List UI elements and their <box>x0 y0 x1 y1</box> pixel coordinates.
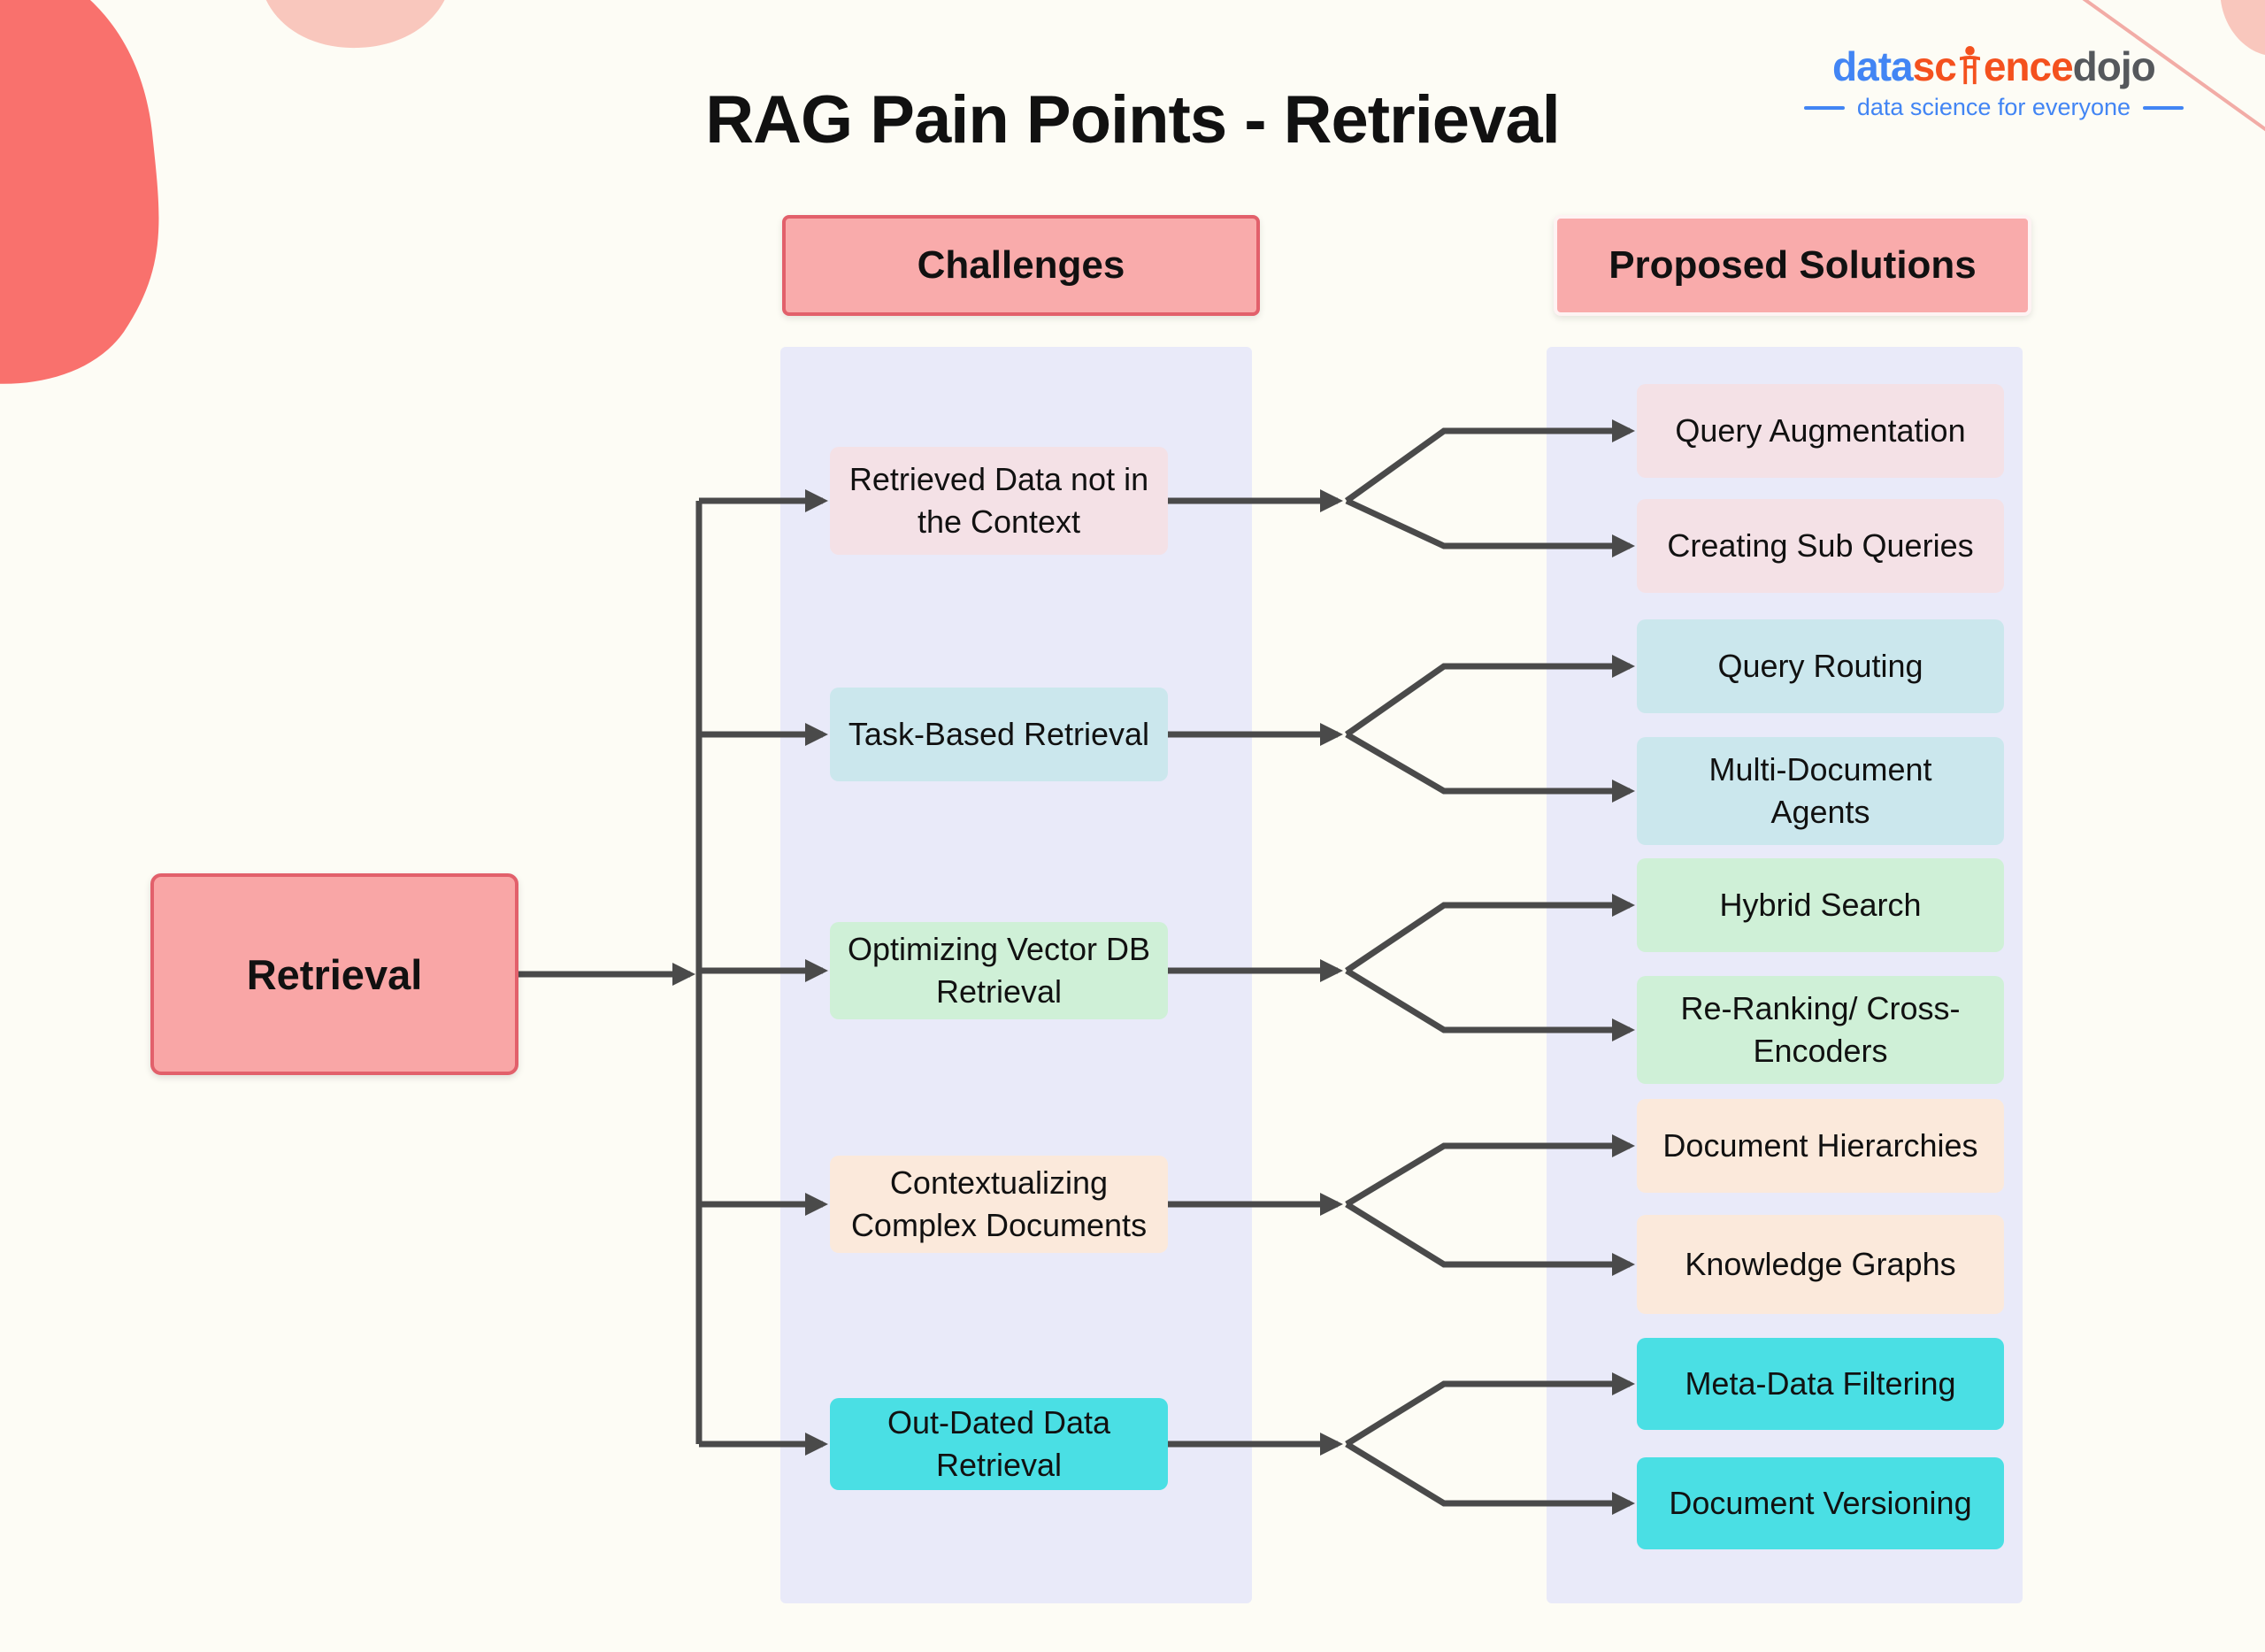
solution-node-meta-data-filtering: Meta-Data Filtering <box>1637 1338 2004 1430</box>
tagline-dash-left <box>1803 105 1845 110</box>
solution-node-creating-sub-queries: Creating Sub Queries <box>1637 499 2004 593</box>
solution-node-query-routing: Query Routing <box>1637 619 2004 713</box>
challenge-node-task-based-retrieval: Task-Based Retrieval <box>830 688 1168 781</box>
solution-node-query-augmentation: Query Augmentation <box>1637 384 2004 478</box>
logo-part-dojo: dojo <box>2072 43 2156 89</box>
challenge-node-out-dated-data-retrieval: Out-Dated Data Retrieval <box>830 1398 1168 1490</box>
logo-tagline: data science for everyone <box>1792 94 2196 121</box>
solution-node-hybrid-search: Hybrid Search <box>1637 858 2004 952</box>
corner-blob-top-right <box>2221 0 2265 55</box>
tagline-text: data science for everyone <box>1856 94 2131 120</box>
challenge-node-optimizing-vector-db-retrieval: Optimizing Vector DB Retrieval <box>830 922 1168 1019</box>
solution-node-document-versioning: Document Versioning <box>1637 1457 2004 1549</box>
solution-node-multi-document-agents: Multi-Document Agents <box>1637 737 2004 845</box>
challenge-node-contextualizing-complex-documents: Contextualizing Complex Documents <box>830 1156 1168 1253</box>
challenges-header: Challenges <box>782 215 1260 316</box>
root-node-retrieval: Retrieval <box>150 873 518 1075</box>
top-edge-blob <box>265 0 445 49</box>
tagline-dash-right <box>2143 105 2184 110</box>
corner-accent-line <box>2082 0 2265 132</box>
logo-part-sc: sc <box>1912 43 1957 89</box>
challenge-node-retrieved-data-not-in-context: Retrieved Data not in the Context <box>830 447 1168 555</box>
solution-node-document-hierarchies: Document Hierarchies <box>1637 1099 2004 1193</box>
corner-blob-top-left <box>0 0 159 384</box>
logo-part-ence: ence <box>1983 43 2074 89</box>
solution-node-knowledge-graphs: Knowledge Graphs <box>1637 1215 2004 1314</box>
logo-part-data: data <box>1832 43 1914 89</box>
page-title: RAG Pain Points - Retrieval <box>705 82 1560 158</box>
torii-gate-icon <box>1958 46 1982 87</box>
solution-node-re-ranking-cross-encoders: Re-Ranking/ Cross-Encoders <box>1637 976 2004 1084</box>
solutions-header: Proposed Solutions <box>1554 215 2031 316</box>
